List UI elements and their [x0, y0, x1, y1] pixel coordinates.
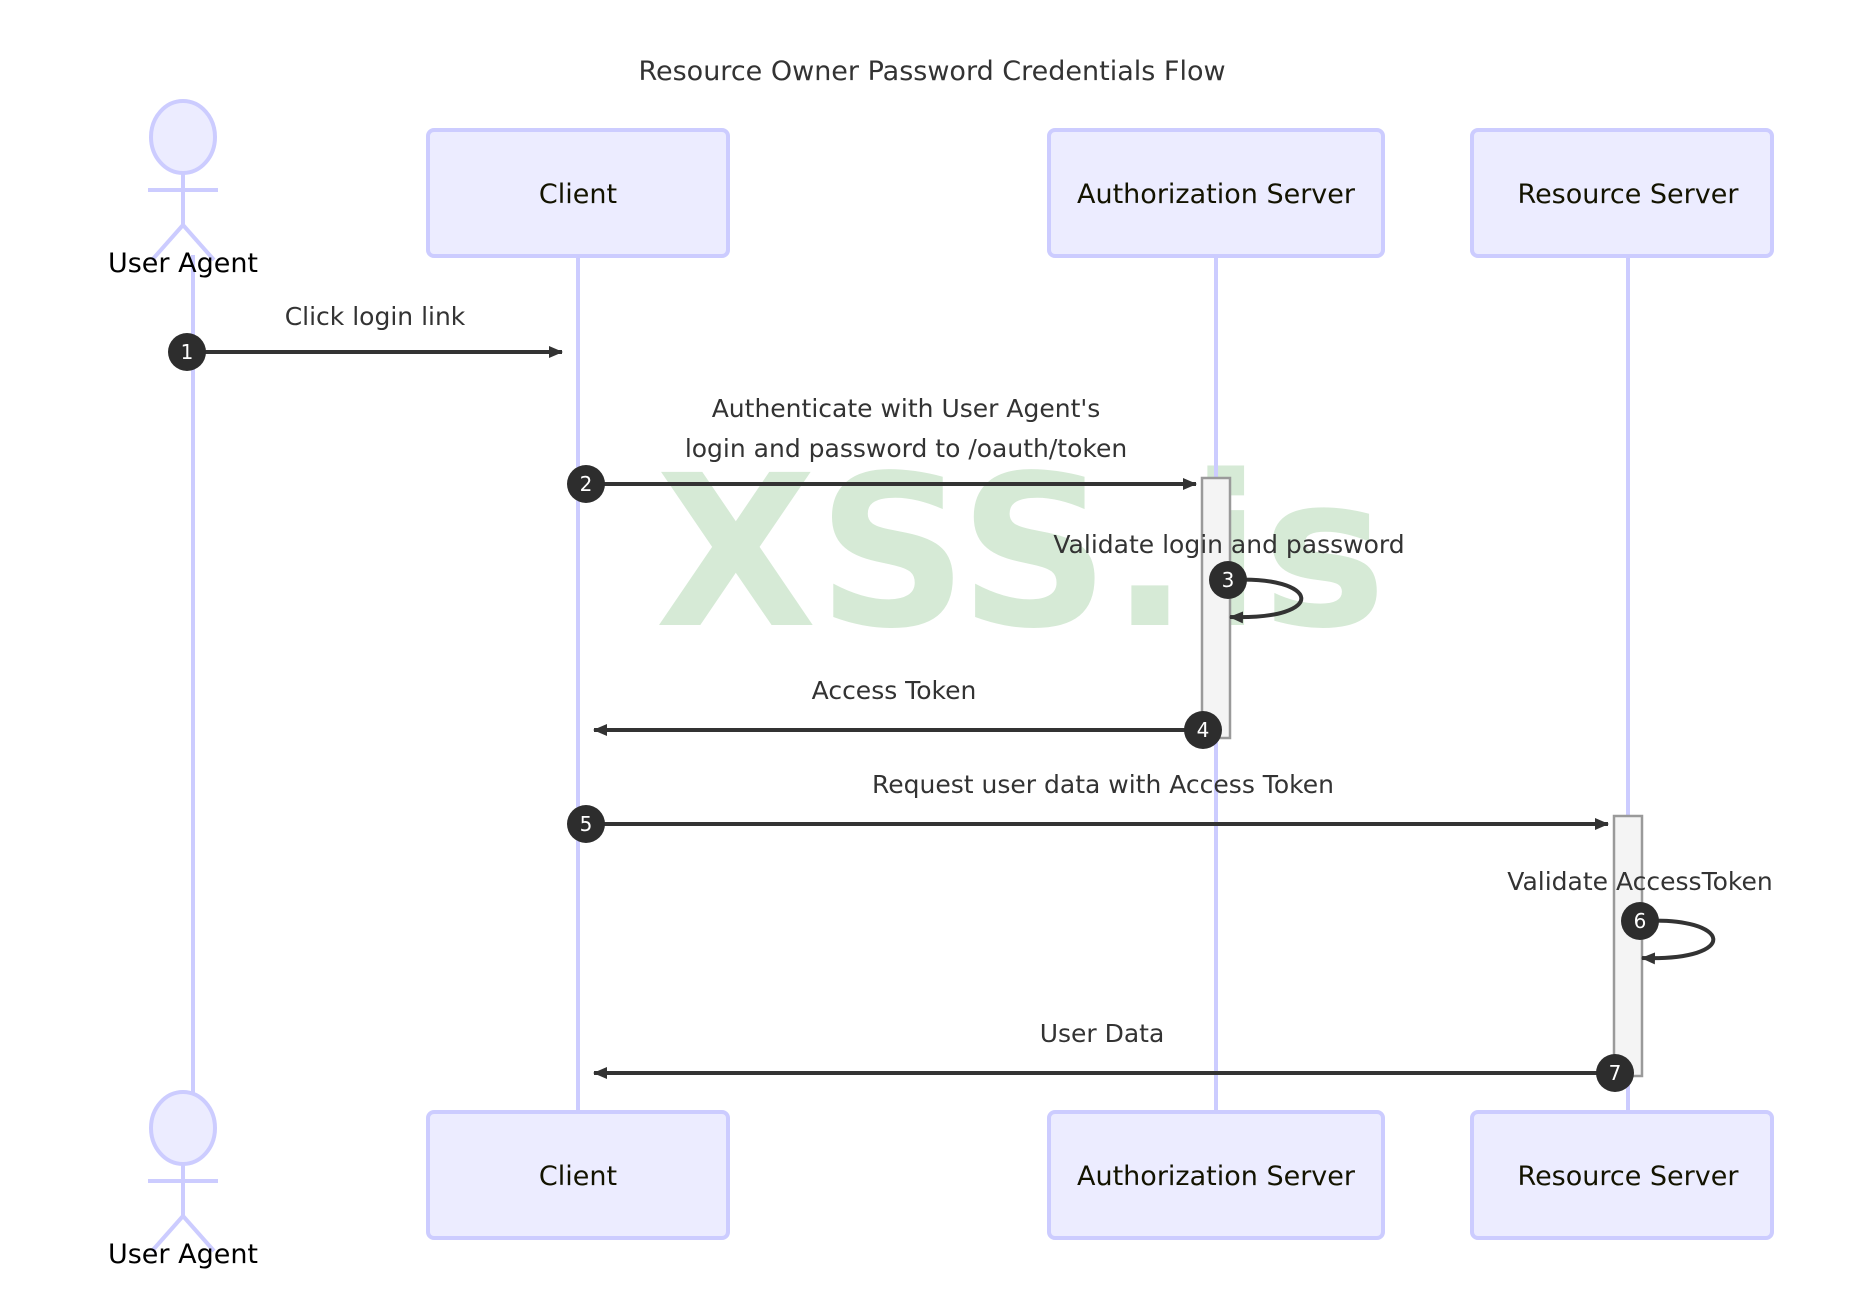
watermark-xss-is: XSS.is: [655, 430, 1387, 675]
actor-left-leg-icon: [150, 223, 185, 262]
message-1-label: Click login link: [285, 302, 466, 331]
activation-bar-resource-server: [1612, 814, 1644, 1078]
watermark-label: XSS.is: [655, 430, 1387, 675]
message-2-number: 2: [580, 472, 593, 496]
message-2-label-line2: login and password to /oauth/token: [685, 434, 1127, 463]
actor-head-icon: [149, 99, 217, 175]
message-7-number: 7: [1609, 1061, 1622, 1085]
participant-label-client-top: Client: [539, 179, 617, 210]
participant-client-top[interactable]: Client: [426, 128, 730, 258]
actor-user-agent-bottom[interactable]: User Agent: [108, 1090, 258, 1270]
participant-resource-server-bottom[interactable]: Resource Server: [1470, 1110, 1774, 1240]
message-3-number: 3: [1222, 568, 1235, 592]
message-2[interactable]: Authenticate with User Agent's login and…: [567, 394, 1197, 503]
participant-box-resource-server-bottom: [1470, 1110, 1774, 1240]
message-1-number: 1: [181, 340, 194, 364]
participant-auth-server-bottom[interactable]: Authorization Server: [1047, 1110, 1385, 1240]
participant-label-resource-server-bottom: Resource Server: [1518, 1161, 1740, 1192]
participant-client-bottom[interactable]: Client: [426, 1110, 730, 1240]
message-6-self-loop-arrow: [1641, 918, 1716, 965]
participant-label-client-bottom: Client: [539, 1161, 617, 1192]
actor-label-user-agent-bottom: User Agent: [108, 1239, 258, 1270]
actor-right-leg-icon: [181, 223, 216, 262]
participant-box-resource-server-top: [1470, 128, 1774, 258]
message-2-badge: [567, 465, 605, 503]
activation-bar-auth-server: [1200, 476, 1232, 740]
participant-label-resource-server-top: Resource Server: [1518, 179, 1740, 210]
message-6[interactable]: Validate AccessToken 6: [1507, 867, 1773, 965]
participant-auth-server-top[interactable]: Authorization Server: [1047, 128, 1385, 258]
actor-label-user-agent-top: User Agent: [108, 248, 258, 279]
diagram-title: Resource Owner Password Credentials Flow: [638, 56, 1225, 87]
participant-resource-server-top[interactable]: Resource Server: [1470, 128, 1774, 258]
message-4[interactable]: Access Token 4: [593, 676, 1222, 749]
message-6-label: Validate AccessToken: [1507, 867, 1772, 896]
actor-right-leg-icon-bottom: [181, 1214, 216, 1253]
actor-left-leg-icon-bottom: [150, 1214, 185, 1253]
message-4-number: 4: [1197, 718, 1210, 742]
actor-head-icon-bottom: [149, 1090, 217, 1166]
activation-bars: [1200, 476, 1644, 1078]
message-5[interactable]: Request user data with Access Token 5: [567, 770, 1609, 843]
message-5-label: Request user data with Access Token: [872, 770, 1334, 799]
message-1[interactable]: Click login link 1: [168, 302, 563, 371]
message-3-self-loop-arrow: [1229, 577, 1304, 624]
message-7-badge: [1596, 1054, 1634, 1092]
participant-box-client-bottom: [426, 1110, 730, 1240]
actor-user-agent-top[interactable]: User Agent: [108, 99, 258, 279]
message-7[interactable]: User Data 7: [593, 1019, 1634, 1092]
message-6-badge: [1621, 902, 1659, 940]
participant-box-auth-server-top: [1047, 128, 1385, 258]
message-3-badge: [1209, 561, 1247, 599]
participant-box-client-top: [426, 128, 730, 258]
message-3[interactable]: Validate login and password 3: [1053, 530, 1405, 624]
message-6-number: 6: [1634, 909, 1647, 933]
message-4-label: Access Token: [812, 676, 977, 705]
message-2-label-line1: Authenticate with User Agent's: [712, 394, 1101, 423]
message-5-number: 5: [580, 812, 593, 836]
participant-label-auth-server-top: Authorization Server: [1077, 179, 1356, 210]
message-1-badge: [168, 333, 206, 371]
participant-label-auth-server-bottom: Authorization Server: [1077, 1161, 1356, 1192]
message-4-badge: [1184, 711, 1222, 749]
message-7-label: User Data: [1040, 1019, 1165, 1048]
message-3-label: Validate login and password: [1053, 530, 1404, 559]
participant-box-auth-server-bottom: [1047, 1110, 1385, 1240]
message-5-badge: [567, 805, 605, 843]
